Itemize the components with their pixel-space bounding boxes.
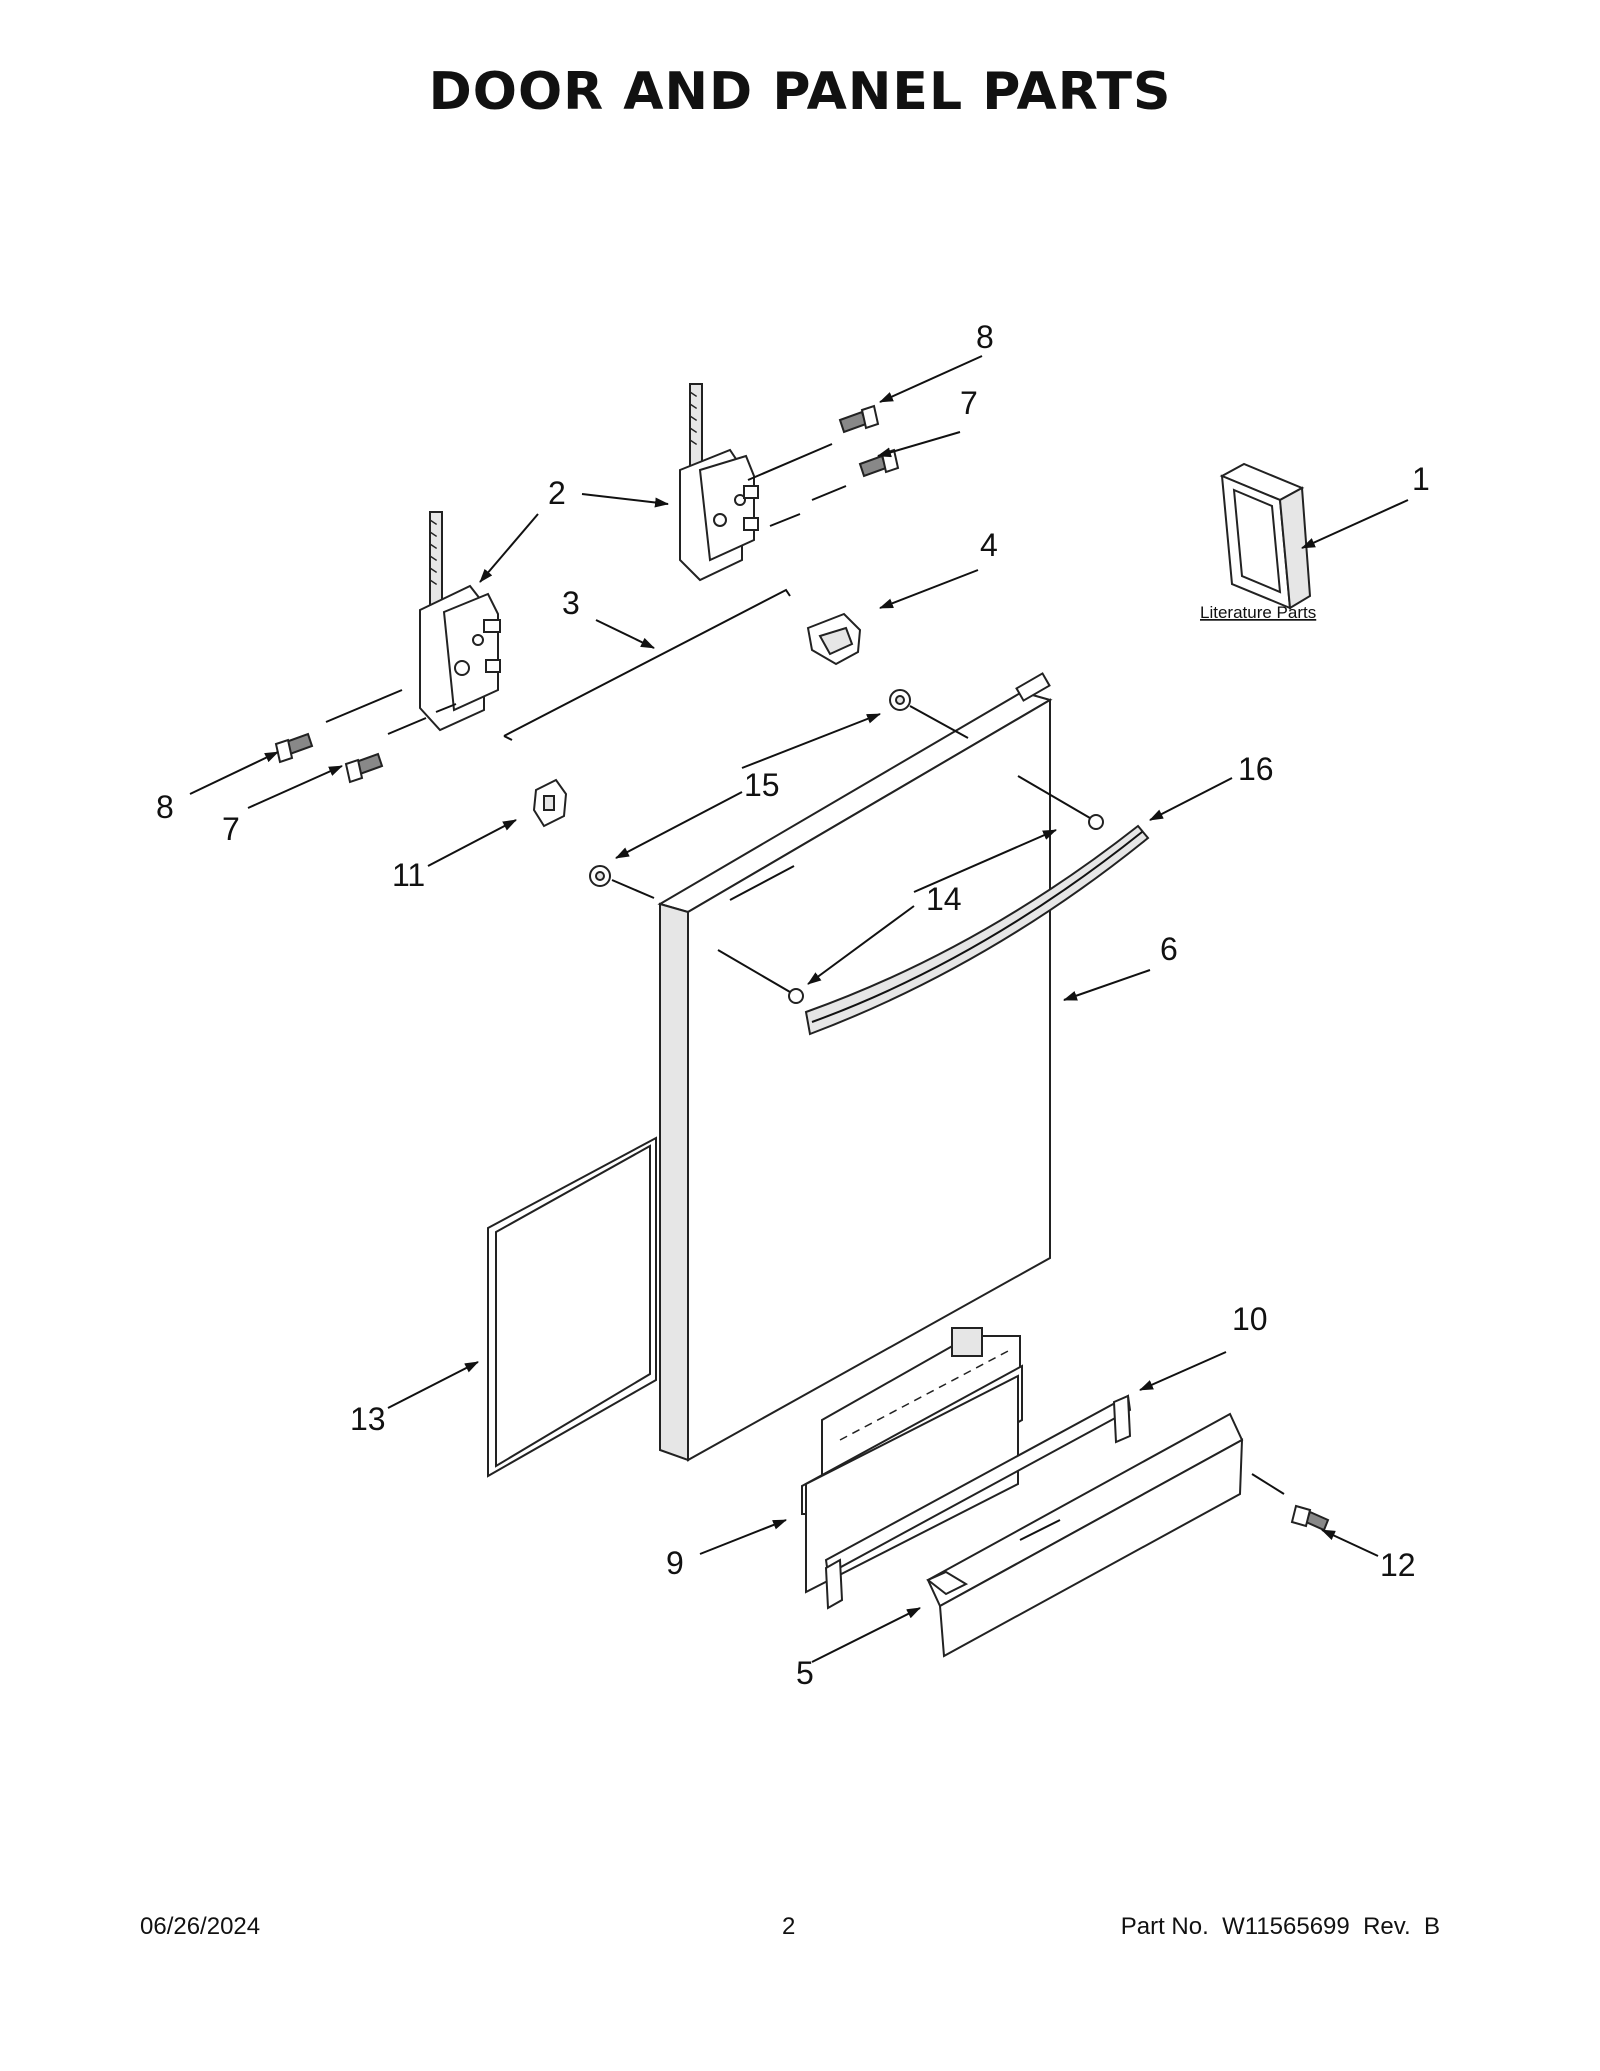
callout-14: 14 (926, 881, 962, 917)
hinge-cable (503, 588, 791, 741)
callout-13: 13 (350, 1401, 386, 1437)
literature-parts-booklet (1219, 462, 1312, 610)
door-panel (657, 672, 1053, 1462)
hinge-left (419, 511, 501, 732)
callout-3: 3 (562, 585, 580, 621)
latch-part (532, 778, 568, 828)
grommet-guides (611, 705, 969, 899)
callout-2: 2 (548, 475, 566, 511)
door-handle (804, 824, 1150, 1036)
footer-page-number: 2 (782, 1913, 796, 1940)
screw-guide-top (747, 443, 847, 527)
hinge-right (679, 383, 759, 582)
leader-lines (189, 355, 1409, 1663)
callout-6: 6 (1160, 931, 1178, 967)
callout-12: 12 (1380, 1547, 1416, 1583)
footer-date: 06/26/2024 (140, 1913, 261, 1940)
callout-11: 11 (392, 857, 425, 893)
screw-top-7 (858, 448, 900, 478)
grommet-left (589, 865, 611, 887)
callout-8-top: 8 (976, 319, 994, 355)
callout-10: 10 (1232, 1301, 1268, 1337)
callout-8-left: 8 (156, 789, 174, 825)
screw-left-7 (344, 752, 384, 784)
callout-16: 16 (1238, 751, 1274, 787)
callout-15: 15 (744, 767, 780, 803)
gasket-panel (487, 1136, 657, 1478)
callout-5: 5 (796, 1655, 814, 1691)
grommet-right (889, 689, 911, 711)
toe-bracket-10 (824, 1394, 1132, 1610)
screw-guide-left (325, 689, 457, 735)
toe-panel-insulation (801, 1327, 1023, 1594)
screw-12-guide (1251, 1473, 1285, 1495)
callout-4: 4 (980, 527, 998, 563)
callout-1: 1 (1412, 461, 1430, 497)
callout-9: 9 (666, 1545, 684, 1581)
callout-7-top: 7 (960, 385, 978, 421)
handle-screws (717, 775, 1104, 1004)
page-title: DOOR AND PANEL PARTS (428, 62, 1172, 122)
screw-left-8 (274, 732, 314, 764)
literature-parts-label: Literature Parts (1200, 603, 1316, 622)
vent-part (806, 612, 862, 666)
callout-7-left: 7 (222, 811, 240, 847)
lower-toe-panel-5 (926, 1412, 1244, 1658)
screw-12 (1290, 1504, 1330, 1532)
screw-top-8 (838, 404, 880, 434)
footer-part-number: Part No. W11565699 Rev. B (1120, 1913, 1440, 1940)
